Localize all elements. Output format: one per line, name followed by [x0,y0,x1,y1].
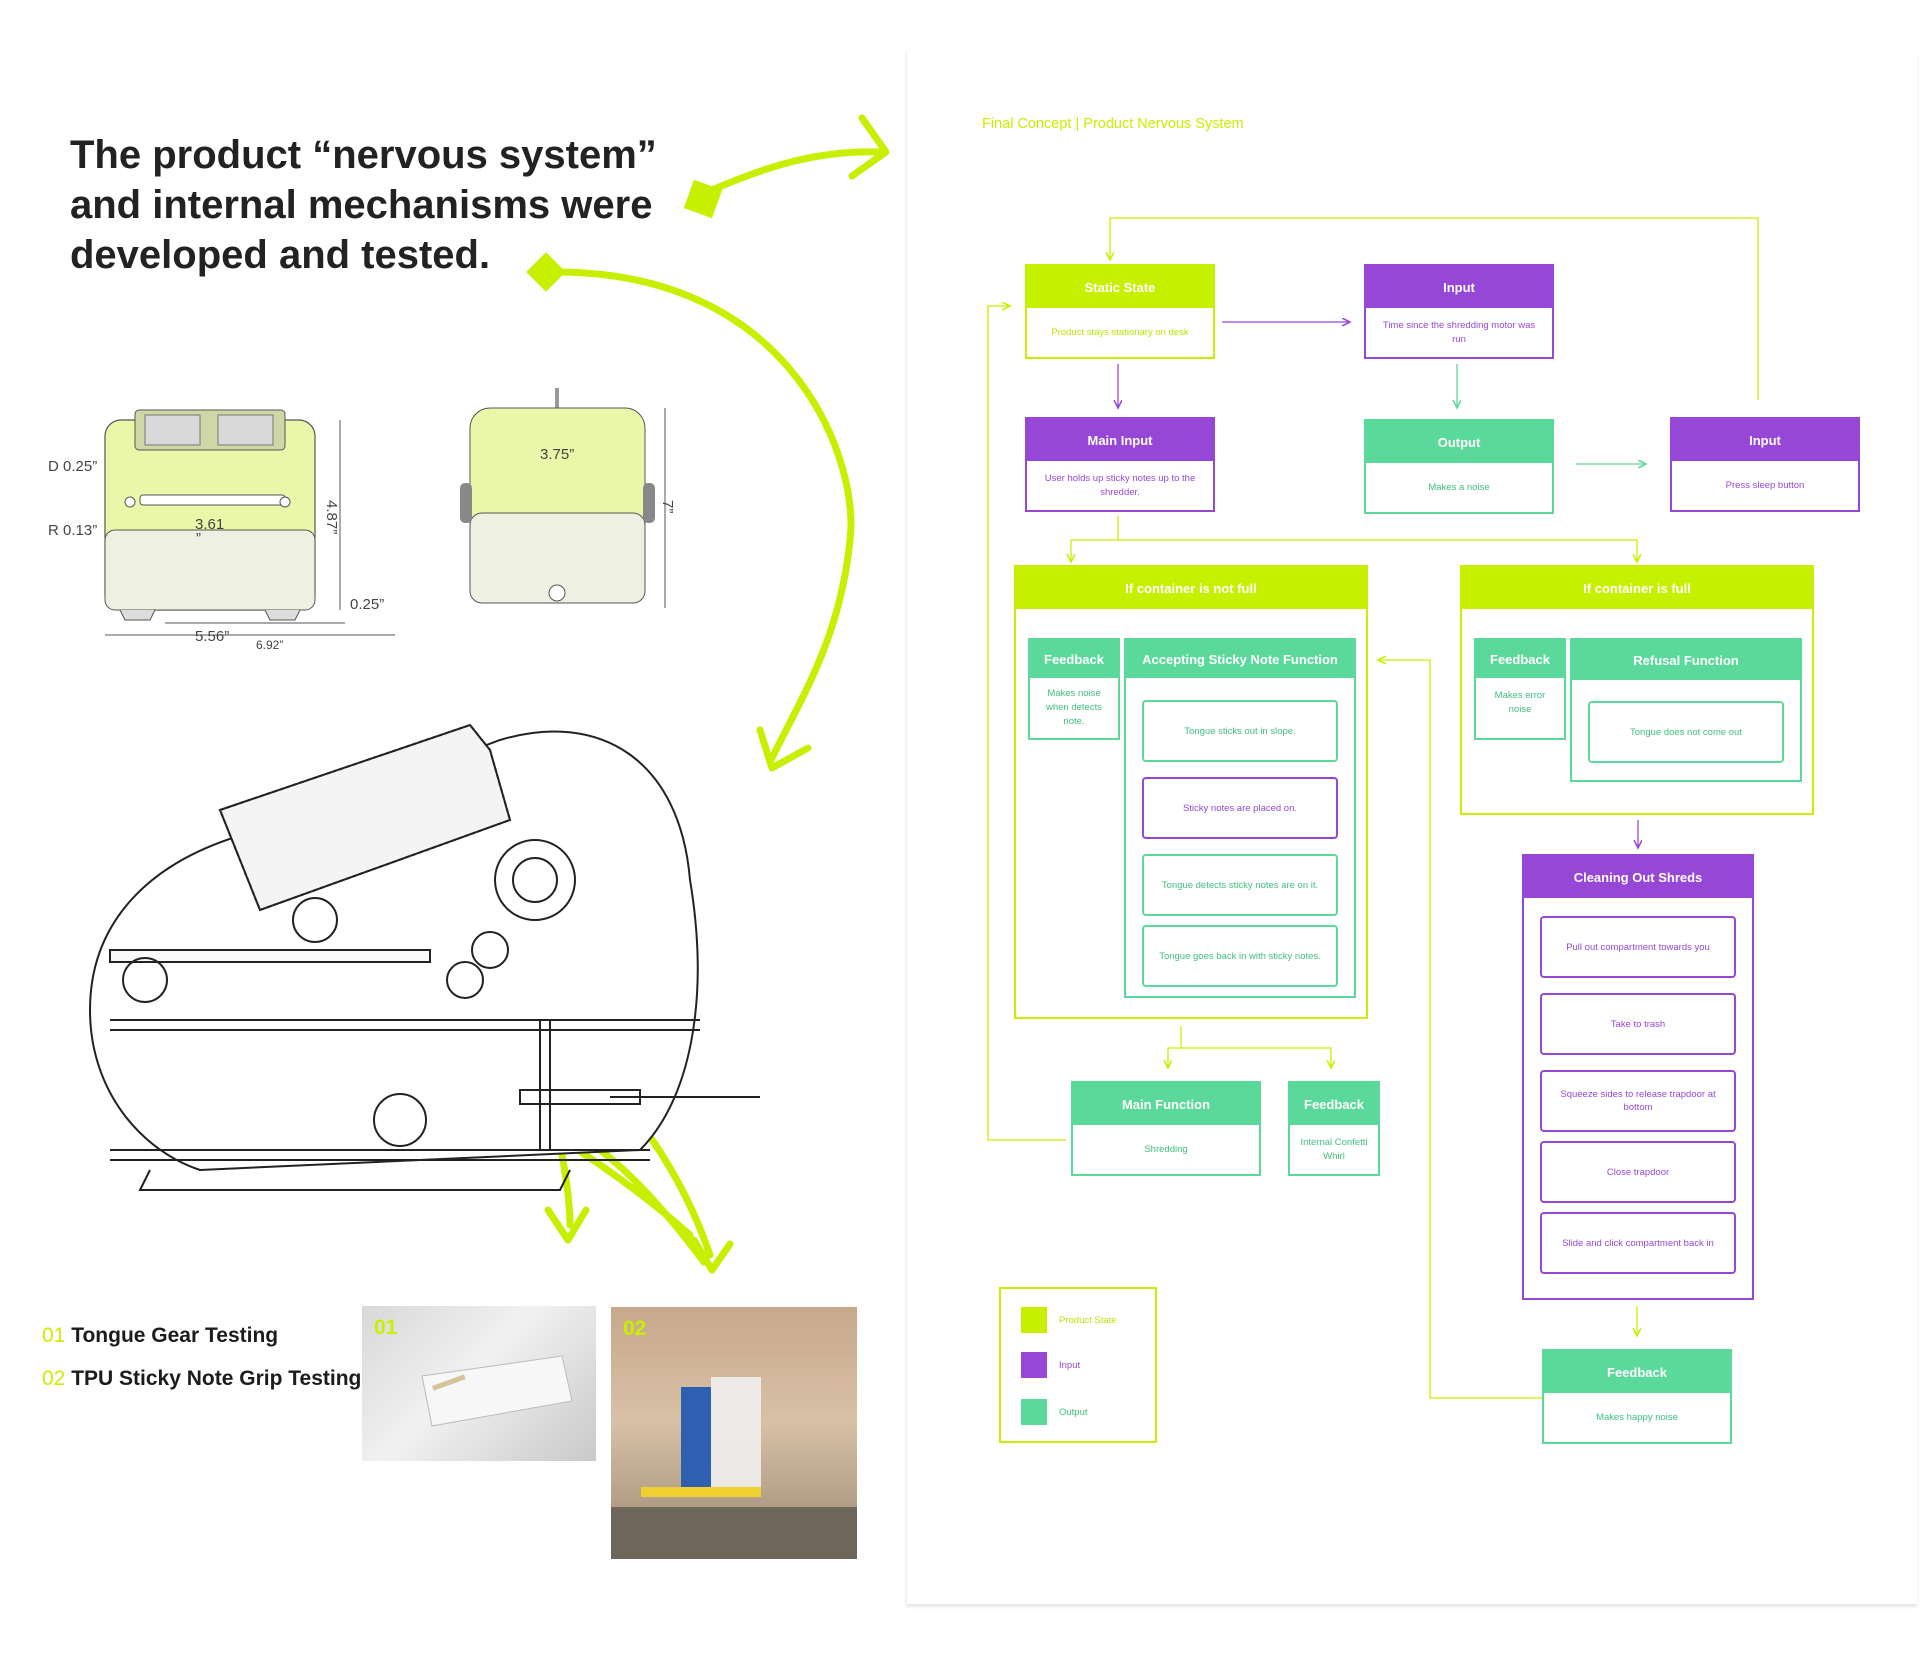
dim-inch-mark: ” [196,530,201,547]
node-body: Internal Confetti Whirl [1300,1136,1368,1162]
front-view-drawing [104,409,395,636]
node-title: Output [1366,421,1552,463]
photo-num: 02 [623,1317,647,1340]
node-body: Shredding [1144,1143,1188,1155]
test-label: Tongue Gear Testing [71,1324,279,1347]
arrow-to-photo-01-head [544,1206,590,1244]
node-body: Makes noise when detects note. [1046,688,1102,727]
node-title: Feedback [1290,1083,1378,1125]
test-label: TPU Sticky Note Grip Testing [71,1367,362,1390]
test-num: 02 [42,1367,66,1390]
step-accepting: Tongue sticks out in slope. [1142,700,1338,762]
node-feedback-error: Feedback Makes error noise [1474,638,1566,740]
node-title: Static State [1027,266,1213,308]
node-title: Main Function [1073,1083,1259,1125]
legend-label: Output [1059,1407,1088,1418]
step-accepting: Sticky notes are placed on. [1142,777,1338,839]
legend-swatch-state [1021,1307,1047,1333]
node-title: Feedback [1476,640,1564,678]
node-title: Input [1672,419,1858,461]
node-input-time: Input Time since the shredding motor was… [1364,264,1554,359]
node-feedback-detect: Feedback Makes noise when detects note. [1028,638,1120,740]
step-cleaning: Squeeze sides to release trapdoor at bot… [1540,1070,1736,1132]
arrow-to-flowchart-head [848,114,890,180]
node-body: Makes error noise [1494,690,1546,715]
step-cleaning: Slide and click compartment back in [1540,1212,1736,1274]
node-output-noise: Output Makes a noise [1364,419,1554,514]
node-title: Input [1366,266,1552,308]
node-title: Refusal Function [1572,640,1800,680]
dim-width-outer: 5.56” [195,628,230,645]
node-title: Accepting Sticky Note Function [1126,640,1354,678]
photo-num: 01 [374,1316,398,1339]
node-title: Main Input [1027,419,1213,461]
legend: Product State Input Output [999,1287,1157,1443]
node-body: Press sleep button [1725,479,1805,491]
test-item-02: 02 TPU Sticky Note Grip Testing [42,1367,361,1391]
node-body: User holds up sticky notes up to the shr… [1044,472,1196,498]
arrow-extra [596,1146,708,1266]
arrow-to-section [548,268,855,766]
photo-tpu-grip: 02 [611,1307,857,1559]
step-refusal: Tongue does not come out [1588,701,1784,763]
step-cleaning: Pull out compartment towards you [1540,916,1736,978]
group-title: If container is full [1462,567,1812,609]
photo-tongue-gear-content [421,1355,573,1427]
step-cleaning: Close trapdoor [1540,1141,1736,1203]
dim-width-inner: 3.61 [195,516,225,533]
dim-foot: 0.25” [350,596,385,613]
node-body: Product stays stationary on desk [1051,326,1189,338]
node-main-function: Main Function Shredding [1071,1081,1261,1176]
diamond-marker [683,179,723,219]
headline: The product “nervous system” and interna… [70,130,690,280]
test-num: 01 [42,1324,66,1347]
node-title: Feedback [1544,1351,1730,1393]
dim-side-width: 3.75” [540,446,575,463]
node-body: Makes a noise [1428,481,1490,493]
arrow-to-section-head [756,726,812,772]
legend-label: Product State [1059,1315,1117,1326]
headline-line-3: developed and tested. [70,233,491,277]
node-title: Feedback [1030,640,1118,678]
node-feedback-confetti: Feedback Internal Confetti Whirl [1288,1081,1380,1176]
node-input-sleep: Input Press sleep button [1670,417,1860,512]
step-accepting: Tongue goes back in with sticky notes. [1142,925,1338,987]
node-body: Makes happy noise [1596,1411,1678,1423]
headline-line-2: and internal mechanisms were [70,183,653,227]
node-main-input: Main Input User holds up sticky notes up… [1025,417,1215,512]
group-title: If container is not full [1016,567,1366,609]
dim-width-total: 6.92” [256,638,284,652]
node-feedback-happy: Feedback Makes happy noise [1542,1349,1732,1444]
node-body: Time since the shredding motor was run [1382,319,1536,345]
section-drawing [88,723,760,1191]
dim-r: R 0.13” [48,522,98,539]
dim-d: D 0.25” [48,458,98,475]
node-static-state: Static State Product stays stationary on… [1025,264,1215,359]
headline-line-1: The product “nervous system” [70,133,657,177]
step-accepting: Tongue detects sticky notes are on it. [1142,854,1338,916]
step-cleaning: Take to trash [1540,993,1736,1055]
legend-swatch-input [1021,1352,1047,1378]
photo-tpu-grip-content [611,1377,857,1559]
diamond-marker [526,252,566,292]
arrow-to-flowchart [708,148,884,194]
arrow-to-photo-02-head [690,1236,734,1274]
test-item-01: 01 Tongue Gear Testing [42,1324,278,1348]
flowchart-title: Final Concept | Product Nervous System [982,116,1244,132]
photo-tongue-gear: 01 [362,1306,596,1461]
legend-swatch-output [1021,1399,1047,1425]
legend-label: Input [1059,1360,1081,1371]
node-title: Cleaning Out Shreds [1524,856,1752,898]
side-view-drawing [460,388,666,608]
